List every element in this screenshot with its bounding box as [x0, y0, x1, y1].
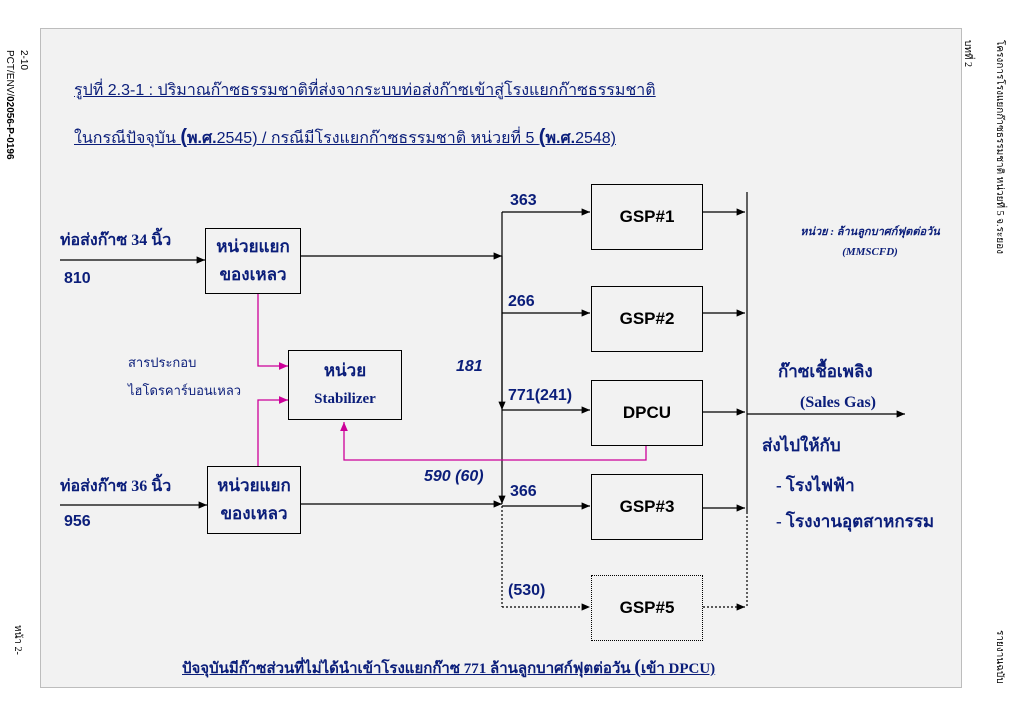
liquid-separator-1: หน่วยแยก ของเหลว [205, 228, 301, 294]
title-paren: ( [538, 126, 546, 148]
box-label: หน่วยแยก [217, 476, 291, 495]
fuel-gas-label: ก๊าซเชื้อเพลิง [778, 362, 873, 381]
figure-title-line2: ในกรณีปัจจุบัน (พ.ศ.2545) / กรณีมีโรงแยก… [74, 126, 616, 151]
title-segment: 2548) [575, 130, 616, 147]
stabilizer-unit: หน่วย Stabilizer [288, 350, 402, 420]
box-label: ของเหลว [220, 504, 288, 523]
sales-gas-label: (Sales Gas) [800, 394, 876, 411]
recycle-line [340, 422, 647, 461]
footer-segment: เข้า DPCU) [640, 661, 716, 677]
margin-project-name: โครงการโรงแยกก๊าซธรรมชาติ หน่วยที่ 5 จ.ร… [994, 40, 1005, 254]
gsp5-box: GSP#5 [591, 575, 703, 641]
flow-mid: 181 [456, 358, 483, 375]
margin-report-label: รายงานฉบับ [994, 630, 1005, 684]
liquid-line-2 [257, 396, 288, 466]
flow-gsp5: (530) [508, 582, 546, 599]
box-label: Stabilizer [314, 391, 376, 407]
title-segment: ในกรณีปัจจุบัน [74, 130, 181, 147]
box-label: ของเหลว [219, 265, 287, 284]
box-label: หน่วย [323, 361, 367, 380]
pipe36-value: 956 [64, 513, 91, 530]
dpcu-box: DPCU [591, 380, 703, 446]
flow-gsp1: 363 [510, 192, 537, 209]
unit-note-line2: (MMSCFD) [842, 246, 898, 258]
margin-page-number: 2-10 [18, 50, 29, 71]
box-label: หน่วยแยก [216, 237, 290, 256]
title-segment: พ.ศ. [545, 130, 576, 147]
footer-paren: ( [634, 656, 641, 678]
unit-note: หน่วย : ล้านลูกบาศก์ฟุตต่อวัน (MMSCFD) [785, 222, 955, 258]
margin-document-code: PCT/ENV/02056-P-0196 [4, 50, 15, 160]
title-segment: 2545) / กรณีมีโรงแยกก๊าซธรรมชาติ หน่วยที… [216, 130, 539, 147]
destination-industry: - โรงงานอุตสาหกรรม [776, 512, 935, 531]
flow-gsp3: 366 [510, 483, 537, 500]
destination-power-plant: - โรงไฟฟ้า [776, 476, 855, 495]
title-segment: พ.ศ. [187, 130, 217, 147]
diagram-panel [40, 28, 962, 688]
flow-dpcu: 771(241) [508, 387, 573, 404]
flow-gsp2: 266 [508, 293, 535, 310]
margin-page-label: หน้า 2- [12, 625, 23, 655]
liquid-label-2: ไฮโดรคาร์บอนเหลว [128, 383, 242, 398]
gsp3-box: GSP#3 [591, 474, 703, 540]
margin-code-prefix: PCT/ENV/ [4, 50, 15, 97]
liquid-label-1: สารประกอบ [128, 355, 197, 370]
figure-title-line1: รูปที่ 2.3-1 : ปริมาณก๊าซธรรมชาติที่ส่งจ… [74, 82, 656, 99]
liquid-separator-2: หน่วยแยก ของเหลว [207, 466, 301, 534]
footer-segment: ปัจจุบันมีก๊าซส่วนที่ไม่ได้นำเข้าโรงแยกก… [182, 661, 635, 677]
flow-recycle: 590 (60) [424, 468, 484, 485]
pipe36-label: ท่อส่งก๊าซ 36 นิ้ว [60, 478, 172, 495]
footer-note: ปัจจุบันมีก๊าซส่วนที่ไม่ได้นำเข้าโรงแยกก… [182, 656, 715, 680]
margin-chapter: บทที่ 2 [962, 40, 973, 68]
unit-note-line1: หน่วย : ล้านลูกบาศก์ฟุตต่อวัน [800, 226, 940, 238]
liquid-line-1 [257, 292, 288, 370]
title-paren: ( [180, 126, 187, 148]
pipe34-label: ท่อส่งก๊าซ 34 นิ้ว [60, 232, 172, 249]
gsp2-box: GSP#2 [591, 286, 703, 352]
send-to-label: ส่งไปให้กับ [762, 436, 841, 455]
pipe34-value: 810 [64, 270, 91, 287]
margin-code: 02056-P-0196 [4, 96, 15, 160]
gsp1-box: GSP#1 [591, 184, 703, 250]
